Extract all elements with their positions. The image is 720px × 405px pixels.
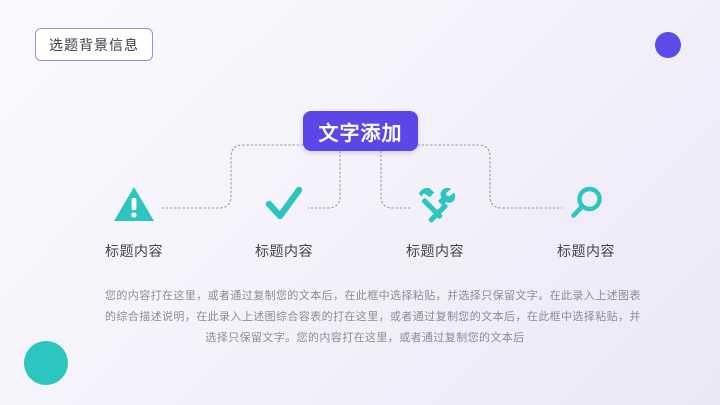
- connector-path-3: [380, 150, 412, 209]
- paragraph-line-3: 选择只保留文字。您的内容打在这里，或者通过复制您的文本后: [205, 332, 525, 344]
- slide-title-text: 选题背景信息: [49, 36, 139, 53]
- node-item-3[interactable]: 标题内容: [375, 183, 495, 261]
- connector-path-4: [417, 144, 563, 209]
- paragraph-line-2: 的综合描述说明，在此录入上述图综合容表的打在这里，或者通过复制您的文本后，在此框…: [105, 311, 641, 323]
- check-mark-icon: [264, 183, 304, 225]
- connector-path-2: [307, 150, 341, 209]
- node-label-2: 标题内容: [255, 243, 313, 259]
- node-item-1[interactable]: 标题内容: [74, 183, 194, 261]
- node-label-3: 标题内容: [406, 243, 464, 259]
- paragraph-line-1: 您的内容打在这里，或者通过复制您的文本后，在此框中选择粘贴，并选择只保留文字。在…: [105, 290, 641, 302]
- magnifier-search-icon: [567, 183, 605, 225]
- warning-triangle-icon: [113, 183, 155, 225]
- node-item-4[interactable]: 标题内容: [526, 183, 646, 261]
- node-row: 标题内容 标题内容: [0, 183, 720, 263]
- center-text-button[interactable]: 文字添加: [303, 111, 418, 151]
- decorative-purple-circle: [655, 32, 681, 58]
- slide-title-badge: 选题背景信息: [35, 28, 153, 61]
- body-paragraph: 您的内容打在这里，或者通过复制您的文本后，在此框中选择粘贴，并选择只保留文字。在…: [105, 286, 641, 349]
- node-label-4: 标题内容: [557, 243, 615, 259]
- center-button-label: 文字添加: [318, 122, 403, 145]
- node-label-1: 标题内容: [105, 243, 163, 259]
- tools-hammer-wrench-icon: [414, 183, 456, 225]
- connector-path-1: [159, 144, 304, 209]
- node-item-2[interactable]: 标题内容: [224, 183, 344, 261]
- decorative-teal-circle: [24, 341, 68, 385]
